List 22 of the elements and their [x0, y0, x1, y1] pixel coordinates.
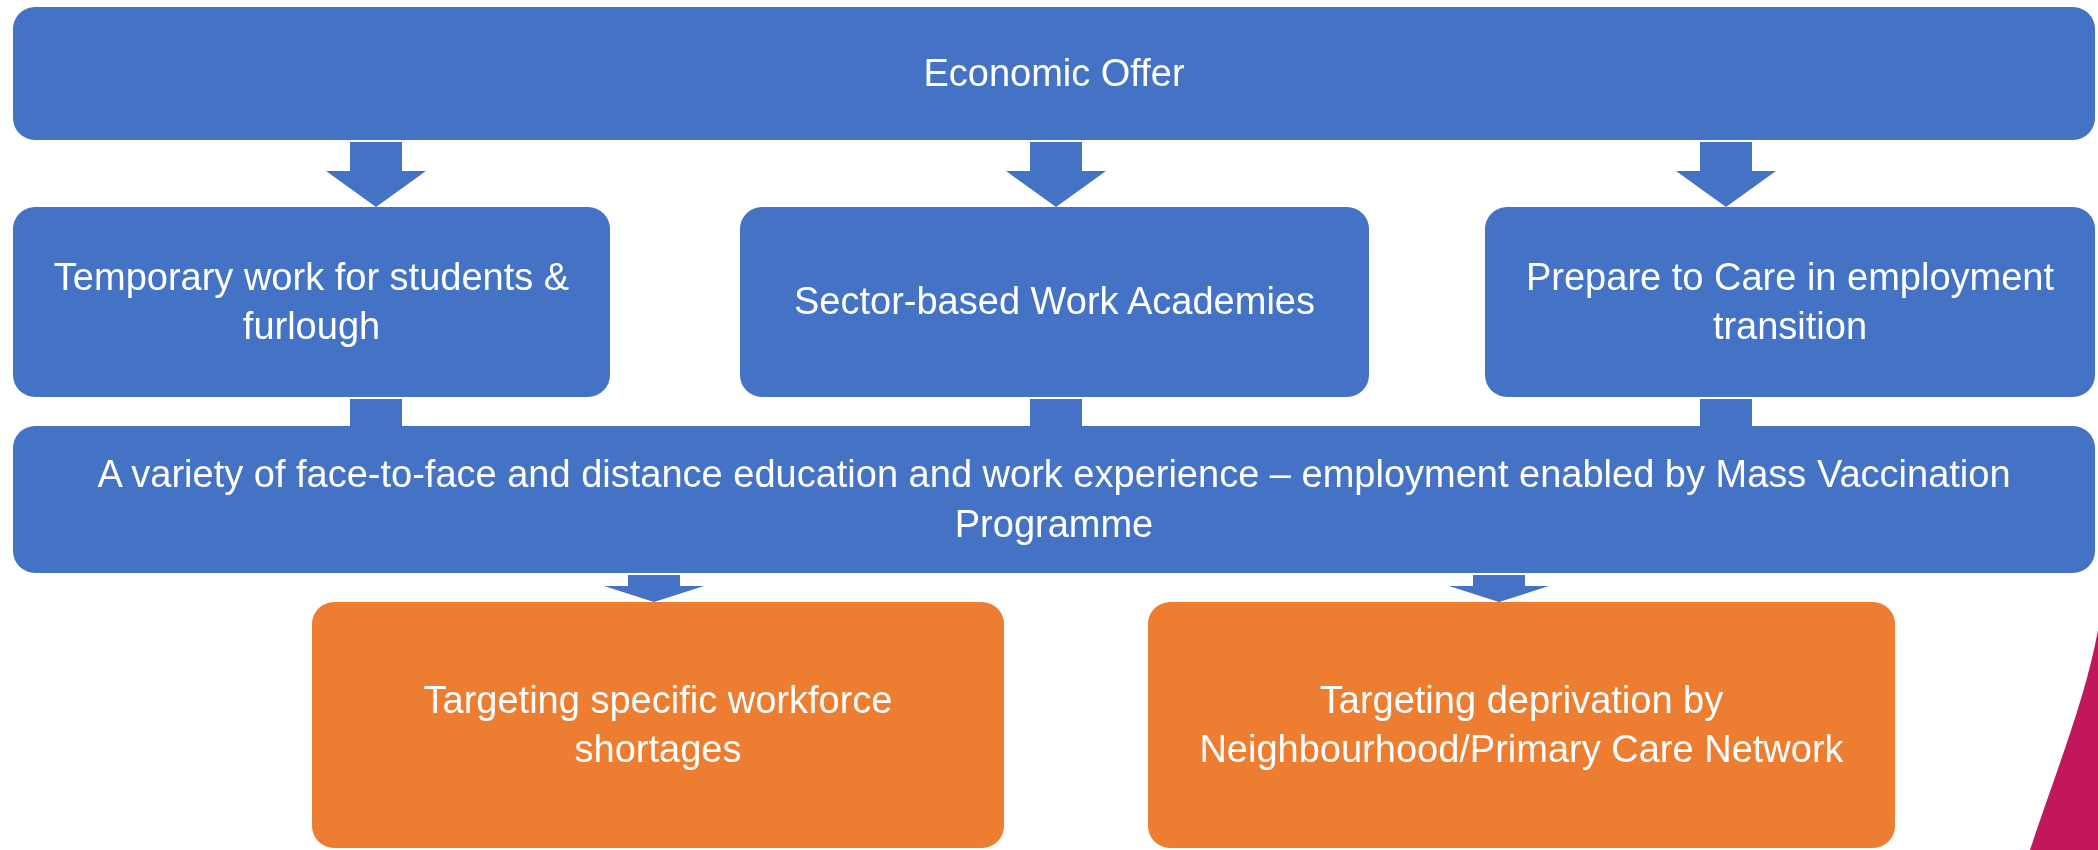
heading-box: [13, 7, 2095, 140]
box-text: Temporary work for students & furlough: [52, 254, 571, 349]
box-text: Targeting specific workforce shortages: [422, 677, 894, 772]
block-arrow: [1449, 575, 1549, 602]
process-box: [740, 207, 1369, 397]
connector-bar: [1030, 399, 1082, 426]
box-text: Targeting deprivation by Neighbourhood/Primary Care Network: [1198, 677, 1845, 772]
box-text: Sector-based Work Academies: [794, 279, 1315, 325]
process-box: [1485, 207, 2095, 397]
box-text: Economic Offer: [923, 50, 1185, 96]
summary-box: [13, 426, 2095, 573]
connector-bar: [350, 399, 402, 426]
block-arrow: [326, 142, 426, 207]
target-box: [312, 602, 1004, 848]
connector-bar: [1700, 399, 1752, 426]
process-box: [13, 207, 610, 397]
box-text: Prepare to Care in employment transition: [1525, 254, 2055, 349]
target-box: [1148, 602, 1895, 848]
block-arrow: [1676, 142, 1776, 207]
box-text: A variety of face-to-face and distance education and work experience – employment enabled by Mass Vaccination Programme: [96, 452, 2012, 547]
block-arrow: [1006, 142, 1106, 207]
block-arrow: [604, 575, 704, 602]
